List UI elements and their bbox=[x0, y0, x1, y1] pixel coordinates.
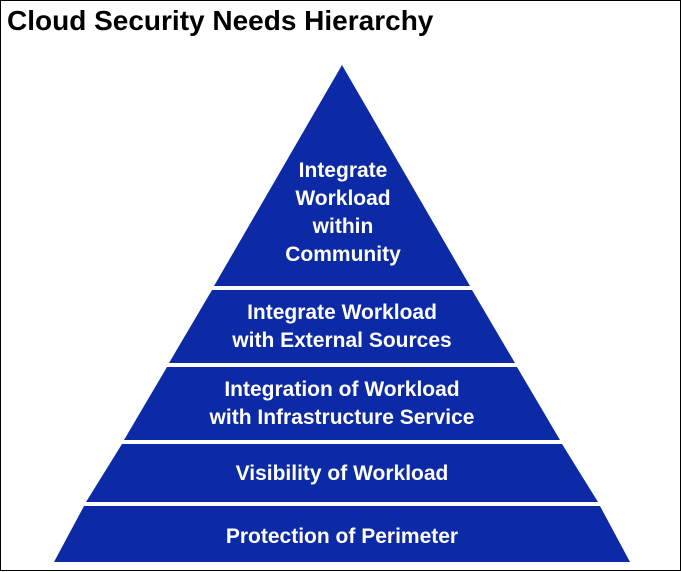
tier-4-label: Visibility of Workload bbox=[111, 447, 573, 501]
tier-1-label: Integrate Workload within Community bbox=[244, 153, 442, 273]
tier-2-label: Integrate Workload with External Sources bbox=[181, 296, 503, 358]
diagram-title: Cloud Security Needs Hierarchy bbox=[7, 5, 434, 36]
tier-3-line-1: Integration of Workload bbox=[224, 378, 460, 401]
tier-3-line-2: with Infrastructure Service bbox=[209, 406, 475, 429]
tier-3-label: Integration of Workload with Infrastruct… bbox=[141, 373, 543, 435]
tier-5-line-1: Protection of Perimeter bbox=[225, 525, 459, 548]
tier-3-shape bbox=[124, 367, 560, 440]
tier-4-shape bbox=[86, 444, 598, 502]
tier-1-line-4: Community bbox=[285, 243, 401, 266]
tier-1-line-2: Workload bbox=[295, 187, 391, 210]
tier-1-line-1: Integrate bbox=[298, 159, 388, 182]
tier-2-line-1: Integrate Workload bbox=[247, 301, 437, 324]
tier-2-line-2: with External Sources bbox=[232, 329, 452, 352]
tier-2-shape bbox=[169, 290, 515, 363]
tier-5-shape bbox=[54, 506, 630, 562]
tier-4-line-1: Visibility of Workload bbox=[235, 462, 449, 485]
tier-5-label: Protection of Perimeter bbox=[81, 509, 603, 565]
tier-1-shape bbox=[214, 65, 470, 286]
tier-1-line-3: within bbox=[312, 215, 374, 238]
